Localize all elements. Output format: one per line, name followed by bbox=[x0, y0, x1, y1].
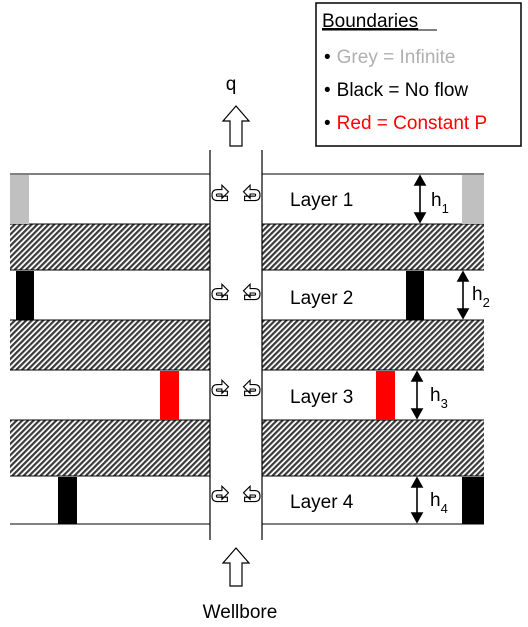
layer-4-left-noflow-boundary bbox=[58, 477, 77, 524]
wellbore bbox=[209, 150, 263, 540]
layer-label-1: Layer 1 bbox=[290, 190, 353, 211]
legend-item-red: •Red = Constant P bbox=[324, 113, 487, 134]
layer-1-left-infinite-boundary bbox=[10, 175, 29, 224]
inflow-arrow-left-2 bbox=[211, 283, 230, 301]
layer-3-left-constant-p-boundary bbox=[160, 371, 179, 420]
inflow-arrow-right-1 bbox=[242, 184, 261, 202]
shale-barriers bbox=[10, 224, 484, 476]
layer-labels: Layer 1 Layer 2 Layer 3 Layer 4 bbox=[290, 190, 354, 513]
layer-3-right-constant-p-boundary bbox=[376, 371, 395, 420]
thickness-labels: h1 h2 h3 h4 bbox=[430, 190, 490, 516]
inflow-arrow-right-3 bbox=[242, 379, 261, 397]
shale-barrier-1-right bbox=[262, 224, 484, 270]
thickness-label-2: h2 bbox=[472, 284, 490, 310]
shale-barrier-3-left bbox=[10, 420, 210, 476]
shale-barrier-2-right bbox=[262, 320, 484, 370]
outflow-arrow-icon bbox=[221, 105, 251, 147]
inflow-arrow-left-3 bbox=[211, 379, 230, 397]
wellbore-label: Wellbore bbox=[203, 602, 278, 623]
legend-box bbox=[315, 2, 522, 147]
shale-barrier-1-left bbox=[10, 224, 210, 270]
layer-2-left-noflow-boundary bbox=[16, 271, 34, 320]
shale-barrier-3-right bbox=[262, 420, 484, 476]
layer-4-right-noflow-boundary bbox=[462, 477, 484, 524]
thickness-label-3: h3 bbox=[430, 385, 448, 411]
inflow-arrow-left-1 bbox=[211, 184, 230, 202]
inflow-arrow-left-4 bbox=[211, 485, 230, 503]
thickness-label-4: h4 bbox=[430, 490, 448, 516]
layer-1-right-infinite-boundary bbox=[462, 175, 484, 224]
shale-barrier-2-left bbox=[10, 320, 210, 370]
thickness-indicators bbox=[410, 174, 470, 524]
layer-label-3: Layer 3 bbox=[290, 387, 353, 408]
inflow-arrow-right-2 bbox=[242, 283, 261, 301]
legend-title: Boundaries bbox=[322, 11, 418, 32]
layer-2-right-noflow-boundary bbox=[406, 271, 424, 320]
legend-item-grey: •Grey = Infinite bbox=[324, 47, 455, 68]
inflow-arrows bbox=[211, 184, 261, 503]
flow-rate-label: q bbox=[226, 74, 237, 95]
layer-boundary-lines bbox=[10, 173, 484, 525]
boundary-blocks bbox=[10, 175, 484, 524]
thickness-label-1: h1 bbox=[431, 190, 449, 216]
legend-item-black: •Black = No flow bbox=[324, 80, 468, 101]
wellbore-inflow-arrow-icon bbox=[221, 547, 251, 587]
inflow-arrow-right-4 bbox=[242, 485, 261, 503]
layer-label-2: Layer 2 bbox=[290, 288, 353, 309]
legend: Boundaries •Grey = Infinite •Black = No … bbox=[315, 2, 522, 147]
layer-label-4: Layer 4 bbox=[290, 492, 354, 513]
